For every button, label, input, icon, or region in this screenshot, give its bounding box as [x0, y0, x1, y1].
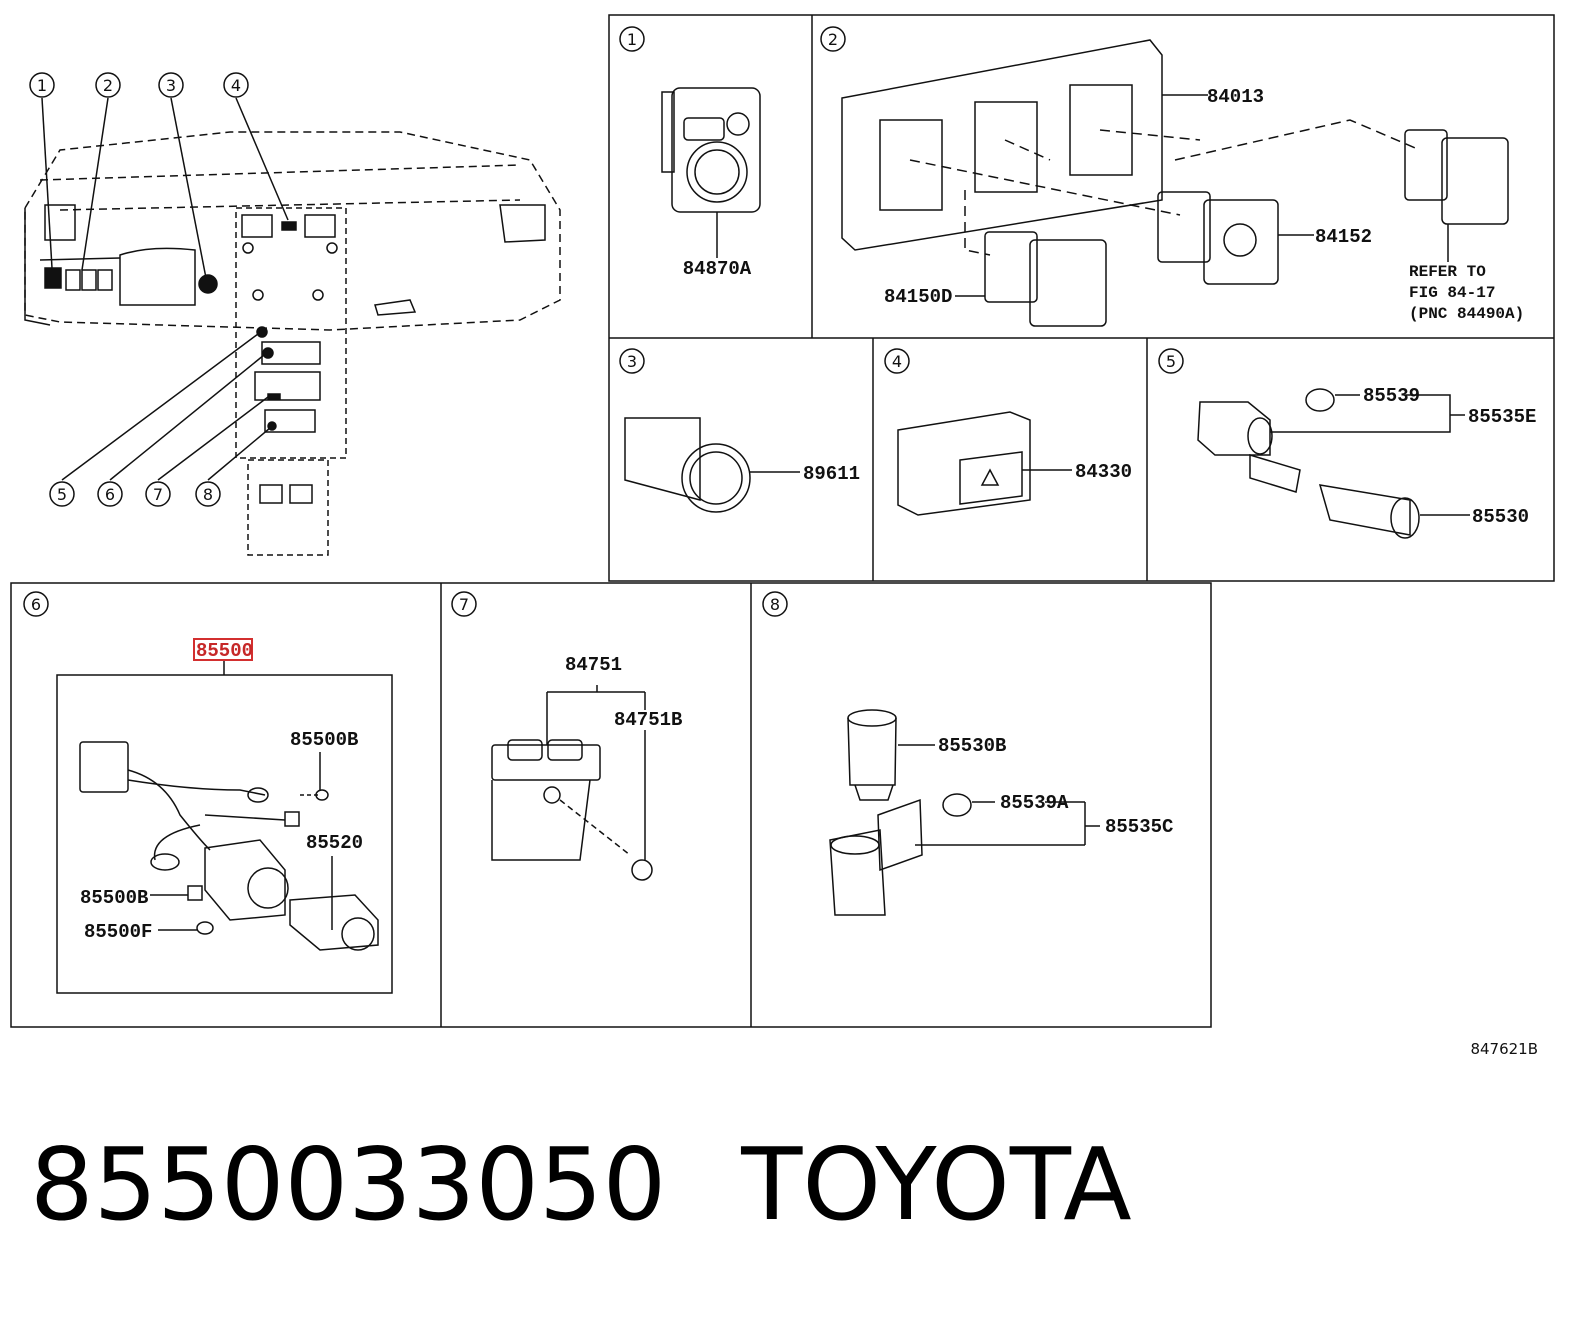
- brand-name: TOYOTA: [741, 1126, 1132, 1243]
- outlet-assy-drawing: [829, 709, 1100, 916]
- callout-3: 3: [166, 76, 176, 95]
- engine-start-switch-drawing: [624, 417, 800, 513]
- part-89611[interactable]: 89611: [803, 463, 860, 485]
- part-84013[interactable]: 84013: [1207, 86, 1264, 108]
- part-85539A[interactable]: 85539A: [1000, 792, 1069, 814]
- callout-6: 6: [105, 485, 115, 504]
- dashboard-overview-drawing: [24, 72, 561, 556]
- part-85530B[interactable]: 85530B: [938, 735, 1006, 757]
- callout-8: 8: [203, 485, 213, 504]
- cigarette-lighter-drawing: [56, 638, 393, 994]
- part-number: 8550033050: [30, 1126, 667, 1243]
- panel-frames: [10, 14, 1555, 1028]
- panel-7-index: 7: [459, 595, 469, 614]
- part-85500B-top[interactable]: 85500B: [290, 729, 358, 751]
- panel-4-index: 4: [892, 352, 902, 371]
- panel-1-index: 1: [627, 30, 637, 49]
- part-85500[interactable]: 85500: [196, 640, 253, 662]
- callout-4: 4: [231, 76, 241, 95]
- part-85535C[interactable]: 85535C: [1105, 816, 1173, 838]
- power-outlet-drawing: [1197, 388, 1470, 539]
- part-84751B[interactable]: 84751B: [614, 709, 682, 731]
- part-85535E[interactable]: 85535E: [1468, 406, 1536, 428]
- part-84150D[interactable]: 84150D: [884, 286, 952, 308]
- part-84152[interactable]: 84152: [1315, 226, 1372, 248]
- panel-5-index: 5: [1166, 352, 1176, 371]
- hazard-switch-drawing: [897, 411, 1072, 516]
- part-84870A[interactable]: 84870A: [683, 258, 752, 280]
- part-85520[interactable]: 85520: [306, 832, 363, 854]
- reference-line-1: REFER TO: [1409, 263, 1486, 281]
- switch-base-drawing: [841, 39, 1509, 327]
- panel-6-index: 6: [31, 595, 41, 614]
- callout-5: 5: [57, 485, 67, 504]
- mirror-switch-drawing: [661, 87, 761, 258]
- panel-2-index: 2: [828, 30, 838, 49]
- figure-code: 847621B: [1470, 1040, 1538, 1058]
- reference-line-2: FIG 84-17: [1409, 284, 1495, 302]
- part-84751[interactable]: 84751: [565, 654, 622, 676]
- callout-7: 7: [153, 485, 163, 504]
- reference-line-3: (PNC 84490A): [1409, 305, 1524, 323]
- part-85500B-bottom[interactable]: 85500B: [80, 887, 148, 909]
- callout-2: 2: [103, 76, 113, 95]
- part-85539[interactable]: 85539: [1363, 385, 1420, 407]
- part-85530[interactable]: 85530: [1472, 506, 1529, 528]
- part-84330[interactable]: 84330: [1075, 461, 1132, 483]
- part-85500F[interactable]: 85500F: [84, 921, 152, 943]
- panel-8-index: 8: [770, 595, 780, 614]
- callout-1: 1: [37, 76, 47, 95]
- seat-heater-switch-drawing: [491, 685, 653, 881]
- panel-3-index: 3: [627, 352, 637, 371]
